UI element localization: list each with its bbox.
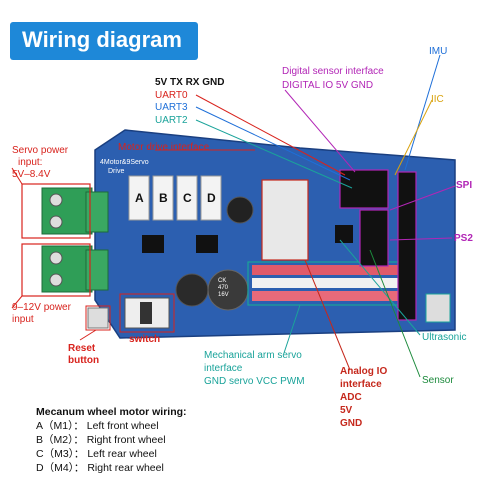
iic-label: IIC [431,94,444,105]
legend-row: D（M4）： Right rear wheel [36,462,164,474]
motor-letter-a: A [135,191,144,205]
capacitor-left [175,273,209,307]
digital-sensor-label-1: Digital sensor interface [282,66,384,77]
reset-label-2: button [68,355,100,366]
analog-label-5: GND [340,418,363,429]
analog-header [261,179,309,261]
legend-row: A（M1）： Left front wheel [36,420,159,432]
legend-row: C（M3）： Left rear wheel [36,448,157,460]
imu-label: IMU [429,46,448,57]
motor-letter-d: D [207,191,216,205]
power-input-terminal [41,245,93,293]
analog-label-4: 5V [340,405,353,416]
driver-ic-1 [142,235,164,253]
spi-header [359,209,389,267]
title-banner: Wiring diagram [10,22,198,60]
mech-arm-label-3: GND servo VCC PWM [204,376,305,387]
ultrasonic-label: Ultrasonic [422,332,467,343]
analog-label-2: interface [340,379,382,390]
servo-power-label-2: input: [18,157,43,168]
mech-arm-label-2: interface [204,363,243,374]
uart2-label: UART2 [155,115,188,126]
servo-headers [247,261,407,306]
ps2-label: PS2 [454,233,473,244]
analog-label-1: Analog IO [340,366,388,377]
legend-heading: Mecanum wheel motor wiring: [36,406,187,418]
power-input-highlight [21,243,91,297]
mech-arm-label-1: Mechanical arm servo [204,350,302,361]
motor-legend: Mecanum wheel motor wiring: A（M1）： Left … [36,405,187,475]
uart3-label: UART3 [155,102,188,113]
switch-label: switch [129,334,161,345]
capacitor-label: CK 470 16V [218,278,229,298]
power-input-label-1: 9–12V power [12,302,71,313]
motor-letter-b: B [159,191,168,205]
spi-label: SPI [456,180,473,191]
motor-letter-c: C [183,191,192,205]
right-pin-column [397,171,417,321]
reset-label-1: Reset [68,343,96,354]
board-label-1: 4Motor&9Servo [100,159,149,166]
uart-header-label: 5V TX RX GND [155,77,225,88]
ultrasonic-header [425,293,451,323]
digital-sensor-header [339,169,389,209]
power-input-label-2: input [12,314,34,325]
reset-button [87,307,109,329]
motor-connectors [128,175,222,221]
servo-power-label-3: 5V–8.4V [12,169,51,180]
diagram-title: Wiring diagram [22,27,182,52]
analog-label-3: ADC [340,392,362,403]
legend-row: B（M2）： Right front wheel [36,434,166,446]
servo-power-label-1: Servo power [12,145,69,156]
mcu-chip [335,225,353,243]
motor-drive-label: Motor drive interface [118,142,210,153]
board-label-2: Drive [108,168,125,175]
sensor-label: Sensor [422,375,454,386]
leader-lines [11,54,456,378]
driver-ic-2 [196,235,218,253]
digital-sensor-label-2: DIGITAL IO 5V GND [282,80,374,91]
capacitor-top [226,196,254,224]
servo-power-terminal [41,187,93,235]
uart0-label: UART0 [155,90,188,101]
servo-power-highlight [21,183,91,239]
